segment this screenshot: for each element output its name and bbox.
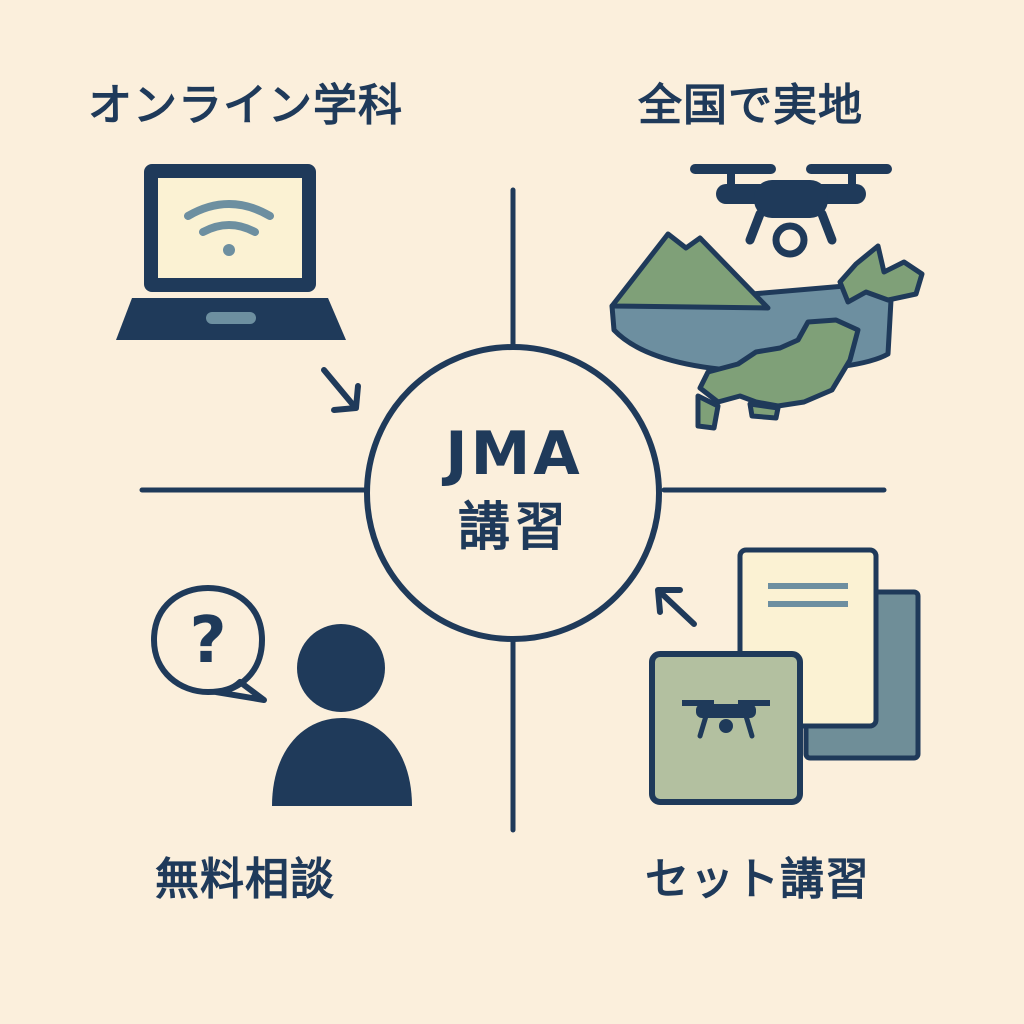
- label-set-course: セット講習: [645, 854, 870, 905]
- label-online-course: オンライン学科: [88, 80, 403, 131]
- drone-japan-map-icon: [609, 164, 925, 431]
- arrow-online: [321, 367, 361, 413]
- documents-drone-icon: [649, 547, 921, 805]
- arrow-set: [655, 587, 697, 627]
- center-course-text: 講習: [457, 498, 570, 558]
- center-circle: [364, 344, 662, 642]
- label-free-consultation: 無料相談: [155, 854, 335, 905]
- label-nationwide-practical: 全国で実地: [638, 80, 863, 131]
- person-question-icon: ?: [151, 585, 412, 806]
- center-brand-text: JMA: [445, 419, 583, 489]
- laptop-wifi-icon: [116, 164, 346, 340]
- svg-text:?: ?: [189, 604, 226, 678]
